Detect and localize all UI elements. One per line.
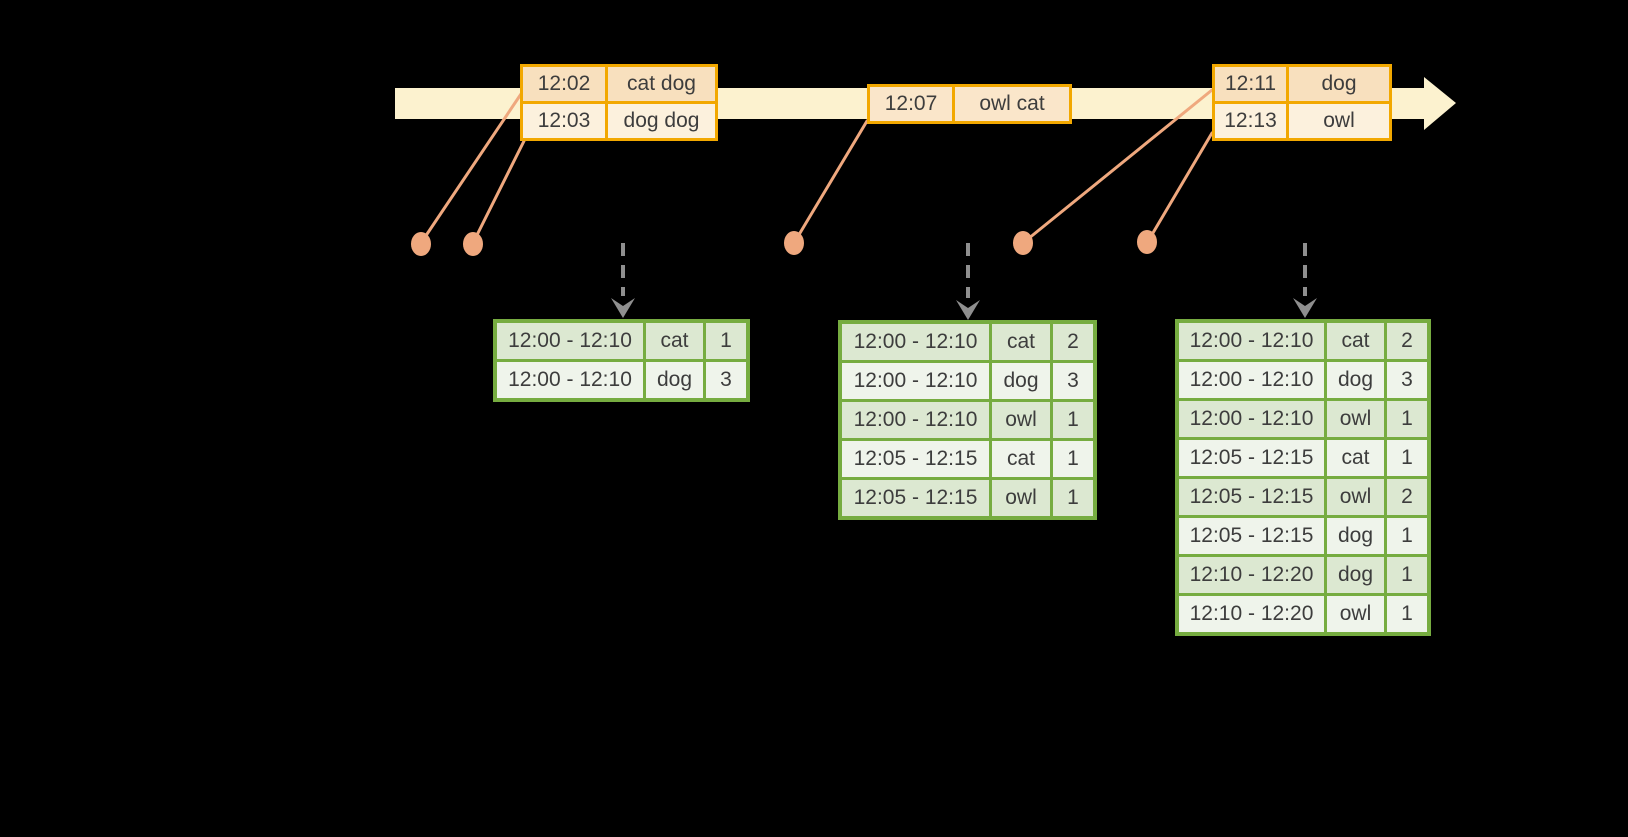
word-cell: cat xyxy=(646,323,703,359)
event-connector-line xyxy=(471,135,528,245)
word-cell: owl xyxy=(1327,596,1384,632)
event-table-1: 12:02 cat dog 12:03 dog dog xyxy=(520,64,718,141)
count-cell: 3 xyxy=(1387,362,1427,398)
count-cell: 1 xyxy=(1387,596,1427,632)
event-dot-icon xyxy=(463,232,483,256)
count-cell: 3 xyxy=(1053,363,1093,399)
window-cell: 12:05 - 12:15 xyxy=(842,441,989,477)
word-cell: owl xyxy=(1327,479,1384,515)
count-cell: 2 xyxy=(1387,479,1427,515)
event-time-cell: 12:03 xyxy=(523,104,605,138)
event-dot-icon xyxy=(1013,231,1033,255)
word-cell: dog xyxy=(1327,362,1384,398)
count-cell: 1 xyxy=(1053,402,1093,438)
word-cell: dog xyxy=(1327,518,1384,554)
trigger-arrow-head-icon xyxy=(1293,298,1317,318)
window-cell: 12:00 - 12:10 xyxy=(497,362,643,398)
window-cell: 12:05 - 12:15 xyxy=(842,480,989,516)
result-table-1: 12:00 - 12:10 cat 1 12:00 - 12:10 dog 3 xyxy=(493,319,750,402)
window-cell: 12:05 - 12:15 xyxy=(1179,518,1324,554)
window-cell: 12:00 - 12:10 xyxy=(842,402,989,438)
event-words-cell: dog xyxy=(1289,67,1389,101)
window-cell: 12:05 - 12:15 xyxy=(1179,479,1324,515)
trigger-arrow-head-icon xyxy=(611,298,635,318)
count-cell: 2 xyxy=(1053,324,1093,360)
word-cell: owl xyxy=(1327,401,1384,437)
word-cell: dog xyxy=(992,363,1050,399)
word-cell: cat xyxy=(992,324,1050,360)
word-cell: owl xyxy=(992,402,1050,438)
count-cell: 1 xyxy=(1387,557,1427,593)
event-time-cell: 12:13 xyxy=(1215,104,1286,138)
event-connector-line xyxy=(419,92,523,245)
event-words-cell: cat dog xyxy=(608,67,715,101)
count-cell: 1 xyxy=(1387,440,1427,476)
window-cell: 12:10 - 12:20 xyxy=(1179,596,1324,632)
event-table-2: 12:07 owl cat xyxy=(867,84,1072,124)
timeline-arrowhead-icon xyxy=(1424,77,1456,130)
event-connector-line xyxy=(792,119,869,245)
count-cell: 1 xyxy=(1387,518,1427,554)
result-table-2: 12:00 - 12:10 cat 2 12:00 - 12:10 dog 3 … xyxy=(838,320,1097,520)
window-cell: 12:00 - 12:10 xyxy=(1179,401,1324,437)
event-words-cell: owl cat xyxy=(955,87,1069,121)
event-dot-icon xyxy=(784,231,804,255)
count-cell: 2 xyxy=(1387,323,1427,359)
count-cell: 1 xyxy=(1387,401,1427,437)
window-cell: 12:10 - 12:20 xyxy=(1179,557,1324,593)
event-time-cell: 12:07 xyxy=(870,87,952,121)
word-cell: cat xyxy=(1327,440,1384,476)
count-cell: 1 xyxy=(1053,480,1093,516)
window-cell: 12:00 - 12:10 xyxy=(842,363,989,399)
trigger-arrow-head-icon xyxy=(956,300,980,320)
count-cell: 1 xyxy=(706,323,746,359)
event-time-cell: 12:11 xyxy=(1215,67,1286,101)
event-connector-line xyxy=(1145,131,1214,245)
word-cell: dog xyxy=(646,362,703,398)
window-cell: 12:00 - 12:10 xyxy=(1179,362,1324,398)
window-cell: 12:05 - 12:15 xyxy=(1179,440,1324,476)
word-cell: owl xyxy=(992,480,1050,516)
event-connector-line xyxy=(1021,88,1214,245)
event-dot-icon xyxy=(1137,230,1157,254)
count-cell: 1 xyxy=(1053,441,1093,477)
word-cell: dog xyxy=(1327,557,1384,593)
event-words-cell: owl xyxy=(1289,104,1389,138)
word-cell: cat xyxy=(992,441,1050,477)
word-cell: cat xyxy=(1327,323,1384,359)
event-table-3: 12:11 dog 12:13 owl xyxy=(1212,64,1392,141)
count-cell: 3 xyxy=(706,362,746,398)
event-dot-icon xyxy=(411,232,431,256)
event-words-cell: dog dog xyxy=(608,104,715,138)
window-cell: 12:00 - 12:10 xyxy=(842,324,989,360)
result-table-3: 12:00 - 12:10 cat 2 12:00 - 12:10 dog 3 … xyxy=(1175,319,1431,636)
window-cell: 12:00 - 12:10 xyxy=(1179,323,1324,359)
event-time-cell: 12:02 xyxy=(523,67,605,101)
window-cell: 12:00 - 12:10 xyxy=(497,323,643,359)
